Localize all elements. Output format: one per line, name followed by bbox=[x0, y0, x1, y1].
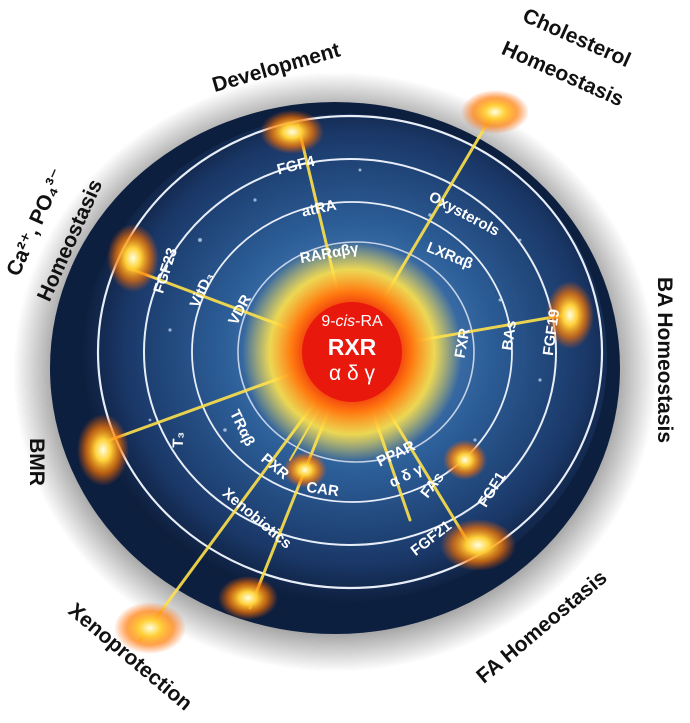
rings bbox=[96, 114, 604, 590]
label-car: CAR bbox=[305, 479, 340, 500]
core-ligand: 9-cis-RA bbox=[321, 313, 383, 330]
label-t3: T₃ bbox=[170, 431, 188, 448]
core-center bbox=[302, 302, 402, 402]
label-fgf19: FGF19 bbox=[540, 308, 563, 357]
label-atra: atRA bbox=[300, 197, 338, 221]
core-isoforms: α δ γ bbox=[329, 362, 375, 385]
label-bas: BAs bbox=[499, 319, 520, 351]
core-receptor: RXR bbox=[328, 334, 377, 360]
label-fxr: FXR bbox=[452, 327, 474, 360]
glow-spots bbox=[77, 90, 594, 654]
outer-bmr: BMR bbox=[25, 438, 48, 486]
outer-ba-homeostasis: BA Homeostasis bbox=[653, 277, 676, 443]
